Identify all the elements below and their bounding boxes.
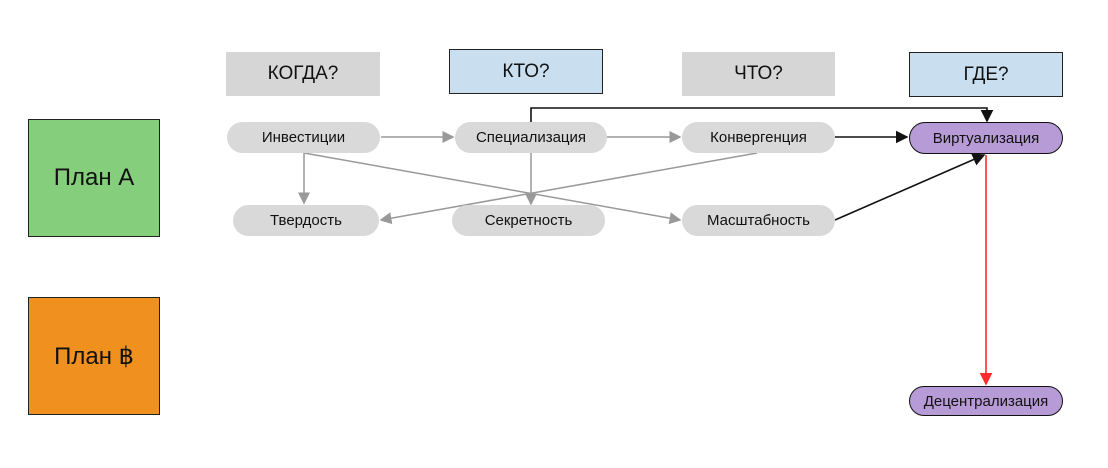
header-what: ЧТО? [682,52,835,96]
header-where: ГДЕ? [909,52,1063,97]
edge-scalability-virtualization [834,153,986,221]
node-secrecy: Секретность [452,205,605,236]
node-convergence: Конвергенция [682,122,835,153]
header-who: КТО? [449,49,603,94]
node-decentralization: Децентрализация [909,386,1063,416]
node-specialization: Специализация [455,122,607,153]
edge-convergence-hardness [379,152,758,225]
edge-investments-scalability [303,152,682,225]
node-investments: Инвестиции [227,122,380,153]
plan-b-box: План ฿ [28,297,160,415]
node-scalability: Масштабность [682,205,835,236]
node-hardness: Твердость [233,205,379,236]
node-virtualization: Виртуализация [909,122,1063,154]
header-when: КОГДА? [226,52,380,96]
plan-a-box: План А [28,119,160,237]
edge-specialization-virtualization [530,107,994,123]
